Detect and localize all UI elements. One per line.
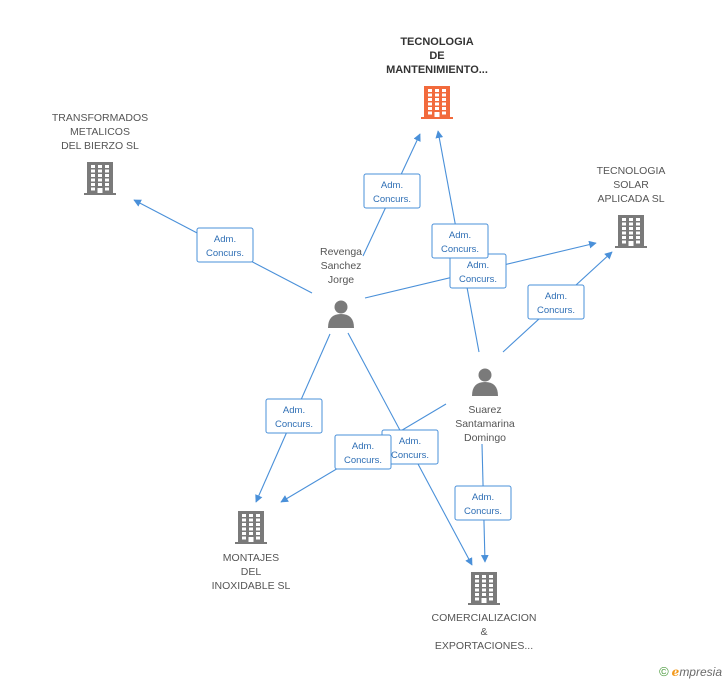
role-badge-text: Concurs.: [391, 450, 429, 461]
role-badge-text: Concurs.: [206, 248, 244, 259]
role-badge-box: [265, 398, 323, 434]
node-comercializacion[interactable]: COMERCIALIZACION & EXPORTACIONES...: [431, 572, 537, 652]
roles-layer: Adm.Concurs.Adm.Concurs.Adm.Concurs.Adm.…: [196, 173, 585, 521]
role-badge-box: [196, 227, 254, 263]
node-montajes[interactable]: MONTAJES DEL INOXIDABLE SL: [212, 511, 291, 592]
role-badge-text: Adm.: [399, 436, 421, 447]
node-label-line: Sanchez: [321, 260, 362, 272]
brand-name: mpresia: [679, 665, 722, 679]
node-transformados[interactable]: TRANSFORMADOS METALICOS DEL BIERZO SL: [52, 112, 148, 195]
role-badge[interactable]: Adm. Concurs.: [449, 253, 507, 289]
node-label-line: DE: [429, 50, 444, 62]
building-icon[interactable]: [84, 162, 116, 195]
building-icon[interactable]: [421, 86, 453, 119]
node-label-line: &: [480, 626, 487, 638]
node-label-line: INOXIDABLE SL: [212, 580, 291, 592]
role-badge-text: Adm.: [381, 180, 403, 191]
node-label-line: Jorge: [328, 274, 354, 286]
node-label-line: TECNOLOGIA: [597, 165, 666, 177]
role-badge-box: [454, 485, 512, 521]
node-label-line: METALICOS: [70, 126, 130, 138]
node-tecnologia_solar[interactable]: TECNOLOGIA SOLAR APLICADA SL: [597, 165, 666, 248]
role-badge[interactable]: Adm. Concurs.: [454, 485, 512, 521]
role-badge-text: Concurs.: [537, 305, 575, 316]
node-label-line: MANTENIMIENTO...: [386, 64, 488, 76]
role-badge-text: Adm.: [545, 291, 567, 302]
node-label-line: TECNOLOGIA: [400, 36, 473, 48]
role-badge-text: Adm.: [283, 405, 305, 416]
person-icon[interactable]: [472, 368, 498, 397]
role-badge[interactable]: Adm. Concurs.: [334, 434, 392, 470]
role-badge[interactable]: Adm. Concurs.: [527, 284, 585, 320]
role-badge-text: Concurs.: [373, 194, 411, 205]
node-label-line: SOLAR: [613, 179, 649, 191]
building-icon[interactable]: [615, 215, 647, 248]
role-badge-box: [363, 173, 421, 209]
role-badge-text: Adm.: [352, 441, 374, 452]
role-badge[interactable]: Adm. Concurs.: [431, 223, 489, 259]
node-label-line: MONTAJES: [223, 552, 279, 564]
role-badge-text: Adm.: [449, 230, 471, 241]
role-badge[interactable]: Adm. Concurs.: [265, 398, 323, 434]
role-badge-text: Adm.: [467, 260, 489, 271]
node-label-line: COMERCIALIZACION: [431, 612, 536, 624]
building-icon[interactable]: [468, 572, 500, 605]
node-label-line: DEL BIERZO SL: [61, 140, 139, 152]
node-label-line: Revenga: [320, 246, 362, 258]
role-badge-box: [431, 223, 489, 259]
role-badge-text: Concurs.: [459, 274, 497, 285]
person-icon[interactable]: [328, 300, 354, 329]
role-badge[interactable]: Adm. Concurs.: [363, 173, 421, 209]
node-label-line: Domingo: [464, 432, 506, 444]
node-label-line: DEL: [241, 566, 262, 578]
role-badge[interactable]: Adm. Concurs.: [196, 227, 254, 263]
empresia-watermark: ©empresia: [659, 664, 722, 679]
node-label-line: Santamarina: [455, 418, 515, 430]
role-badge-text: Concurs.: [344, 455, 382, 466]
building-icon[interactable]: [235, 511, 267, 544]
node-label-line: EXPORTACIONES...: [435, 640, 533, 652]
role-badge-text: Concurs.: [464, 506, 502, 517]
role-badge-text: Concurs.: [275, 419, 313, 430]
nodes-layer: TECNOLOGIA DE MANTENIMIENTO... TRANSFORMADO…: [52, 36, 666, 652]
role-badge-box: [334, 434, 392, 470]
role-badge-text: Adm.: [472, 492, 494, 503]
node-label-line: TRANSFORMADOS: [52, 112, 148, 124]
role-badge-text: Concurs.: [441, 244, 479, 255]
role-badge-box: [527, 284, 585, 320]
node-label-line: APLICADA SL: [597, 193, 664, 205]
node-tecnologia_mant[interactable]: TECNOLOGIA DE MANTENIMIENTO...: [386, 36, 488, 119]
copyright-symbol: ©: [659, 664, 669, 679]
role-badge-text: Adm.: [214, 234, 236, 245]
brand-initial: e: [671, 665, 680, 679]
node-label-line: Suarez: [468, 404, 501, 416]
